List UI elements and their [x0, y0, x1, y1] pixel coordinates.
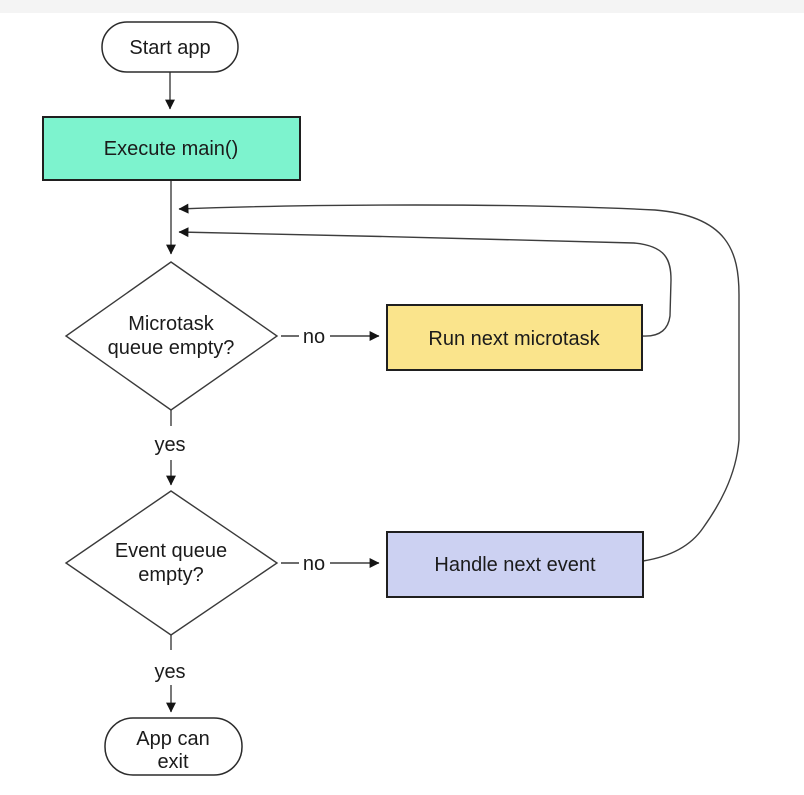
node-microtask-decision: Microtask queue empty?	[64, 261, 279, 411]
app-exit-terminator-shape	[104, 717, 243, 776]
node-execute-main-process: Execute main()	[42, 116, 301, 181]
start-terminator-shape	[101, 21, 239, 73]
event-decision-label-line1: Event queue	[115, 540, 227, 562]
event-decision-label-line2: empty?	[138, 564, 204, 586]
node-event-decision: Event queue empty?	[64, 490, 279, 636]
node-handle-event-process: Handle next event	[386, 531, 644, 598]
microtask-decision-label-line1: Microtask	[128, 313, 215, 335]
app-exit-label-line1: App can	[136, 728, 209, 750]
node-run-microtask-process: Run next microtask	[386, 304, 643, 371]
node-start-terminator: Start app	[101, 21, 239, 73]
execute-main-label: Execute main()	[104, 138, 239, 160]
edge-label-microtask-yes: yes	[154, 434, 185, 456]
edge-loop-event-return	[178, 203, 740, 562]
top-window-band	[0, 0, 804, 13]
edge-label-microtask-no: no	[303, 326, 325, 348]
edge-loop-microtask-return	[178, 227, 672, 337]
edge-label-event-yes: yes	[154, 661, 185, 683]
microtask-decision-label-line2: queue empty?	[108, 337, 235, 359]
handle-event-label: Handle next event	[434, 554, 596, 576]
node-app-exit-terminator: App can exit	[104, 717, 243, 776]
run-microtask-label: Run next microtask	[428, 328, 600, 350]
event-decision-shape	[64, 490, 279, 636]
execute-main-shape	[42, 116, 301, 181]
run-microtask-shape	[386, 304, 643, 371]
start-terminator-label: Start app	[129, 37, 210, 59]
microtask-decision-shape	[64, 261, 279, 411]
app-exit-label-line2: exit	[157, 751, 189, 773]
edge-label-event-no: no	[303, 553, 325, 575]
handle-event-shape	[386, 531, 644, 598]
